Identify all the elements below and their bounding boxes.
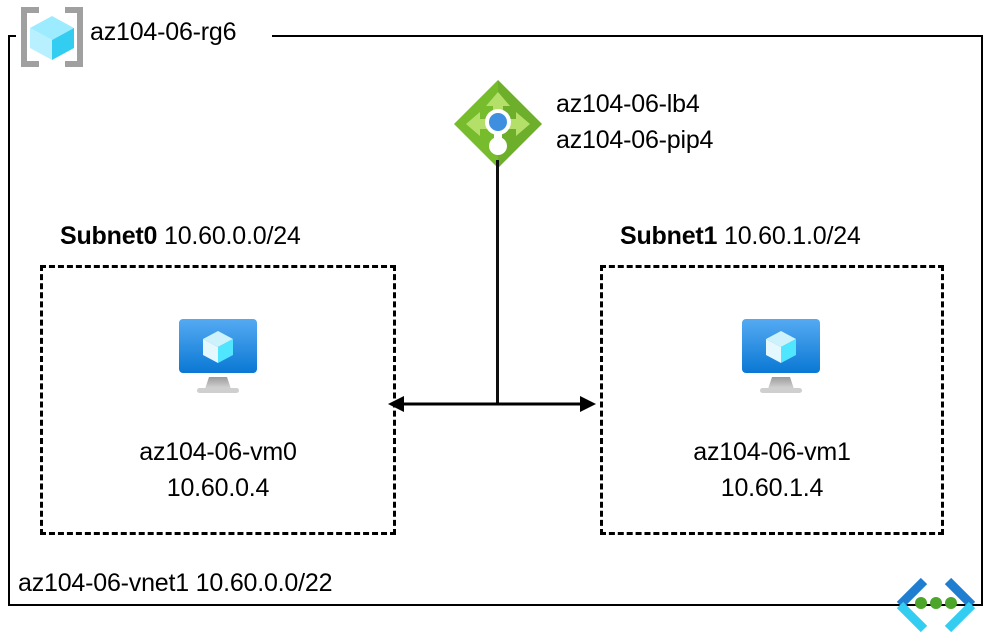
resource-group-border-bottom: [8, 604, 983, 606]
subnet1-box: [600, 265, 944, 535]
vm0-ip: 10.60.0.4: [166, 474, 270, 502]
vm0-labels: az104-06-vm0 10.60.0.4: [40, 434, 396, 506]
virtual-machine-icon: [175, 315, 261, 395]
load-balancer-icon: [452, 78, 544, 170]
load-balancer-connector-line: [496, 160, 499, 404]
subnet-connector-arrow: [386, 388, 598, 420]
virtual-machine-icon: [738, 315, 824, 395]
subnet0-heading: Subnet0 10.60.0.0/24: [60, 222, 301, 251]
resource-group-border-right: [981, 35, 983, 606]
vm1-ip: 10.60.1.4: [720, 474, 824, 502]
vnet-label: az104-06-vnet1 10.60.0.0/22: [18, 569, 333, 597]
subnet0-name: Subnet0: [60, 222, 158, 250]
resource-group-border-top-left: [8, 35, 16, 37]
subnet1-heading: Subnet1 10.60.1.0/24: [620, 222, 861, 251]
resource-group-cube-icon: [16, 6, 88, 68]
public-ip-name: az104-06-pip4: [556, 126, 714, 154]
virtual-network-icon: [890, 575, 982, 635]
subnet0-cidr: 10.60.0.0/24: [163, 222, 301, 250]
load-balancer-labels: az104-06-lb4 az104-06-pip4: [556, 86, 713, 158]
subnet0-box: [40, 265, 396, 535]
vm0-name: az104-06-vm0: [139, 438, 297, 466]
resource-group-border-top-right: [272, 35, 983, 37]
resource-group-name: az104-06-rg6: [90, 18, 237, 46]
vm1-name: az104-06-vm1: [693, 438, 851, 466]
load-balancer-name: az104-06-lb4: [556, 90, 700, 118]
vm1-labels: az104-06-vm1 10.60.1.4: [600, 434, 944, 506]
subnet1-cidr: 10.60.1.0/24: [723, 222, 861, 250]
resource-group-border-left: [8, 35, 10, 606]
subnet1-name: Subnet1: [620, 222, 718, 250]
